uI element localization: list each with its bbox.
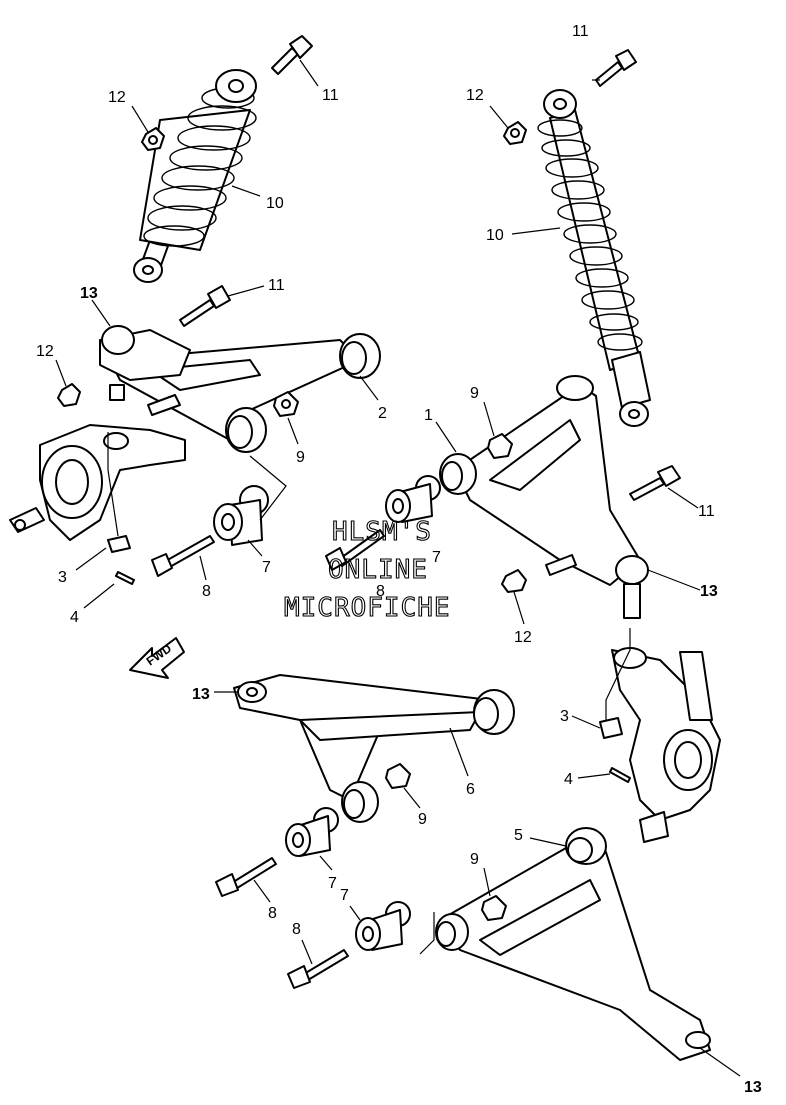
callout-12-right-arm: 12 [514, 629, 532, 646]
callout-10-left: 10 [266, 195, 284, 212]
bottom-lower-arm [435, 827, 711, 1061]
callout-1: 1 [424, 407, 433, 424]
right-upper-arm-nut-9 [487, 433, 513, 459]
callout-11-right-arm: 11 [698, 503, 715, 520]
left-cotter-pin [115, 571, 135, 585]
left-upper-arm-bolt [179, 285, 231, 327]
callout-13-right: 13 [700, 583, 718, 600]
leader-lines [55, 59, 741, 1077]
left-castle-nut [107, 535, 131, 553]
callout-13-left: 13 [80, 285, 98, 302]
callout-12-left-arm: 12 [36, 343, 54, 360]
callout-4-right: 4 [564, 771, 573, 788]
left-steering-knuckle [9, 424, 186, 541]
callout-10-right: 10 [486, 227, 504, 244]
callout-11-left-arm: 11 [268, 277, 285, 294]
callout-3-left: 3 [58, 569, 67, 586]
callout-9-bottom: 9 [470, 851, 479, 868]
right-upper-arm-bolt-11 [629, 465, 681, 501]
right-upper-bushing-set [385, 475, 441, 523]
bottom-pivot-bolt [287, 949, 349, 989]
watermark-line-2: ONLINE [328, 555, 428, 585]
watermark-line-3: MICROFICHE [284, 593, 451, 623]
left-shock-absorber [133, 69, 257, 283]
middle-bushing-set [285, 807, 339, 857]
callout-13-middle: 13 [192, 686, 210, 703]
left-upper-shock-bolt [271, 35, 313, 75]
right-upper-shock-nut [503, 121, 527, 145]
left-pivot-bolt [151, 535, 215, 577]
callout-8-middle: 8 [268, 905, 277, 922]
bottom-bushing-set [355, 901, 411, 951]
forward-direction-arrow: FWD [129, 637, 185, 679]
callout-8-center: 8 [376, 583, 385, 600]
callout-11-right-top: 11 [572, 23, 589, 40]
left-upper-arm-nut [57, 383, 81, 407]
callout-5: 5 [514, 827, 523, 844]
watermark-line-1: HLSM'S [332, 517, 432, 547]
right-upper-pivot-bolt [325, 529, 385, 571]
middle-lower-nut-9 [385, 763, 411, 789]
left-bushing-set [213, 485, 269, 546]
callout-11-left-top: 11 [322, 87, 339, 104]
callout-3-right: 3 [560, 708, 569, 725]
callout-9-left: 9 [296, 449, 305, 466]
bottom-lower-nut-9 [481, 895, 507, 921]
left-upper-arm [99, 325, 381, 453]
callout-12-left-top: 12 [108, 89, 126, 106]
callout-6: 6 [466, 781, 475, 798]
right-upper-shock-bolt [595, 49, 637, 87]
callout-13-bottom: 13 [744, 1079, 762, 1096]
callout-9-middle: 9 [418, 811, 427, 828]
callout-4-left: 4 [70, 609, 79, 626]
callout-7-left: 7 [262, 559, 271, 576]
right-upper-arm-nut-12 [501, 569, 527, 593]
right-steering-knuckle [611, 647, 721, 843]
callout-2: 2 [378, 405, 387, 422]
callout-7-middle: 7 [328, 875, 337, 892]
middle-pivot-bolt [215, 857, 277, 897]
right-castle-nut [599, 717, 623, 739]
callout-12-right-top: 12 [466, 87, 484, 104]
callout-8-bottom: 8 [292, 921, 301, 938]
right-shock-absorber [537, 89, 651, 427]
right-cotter-pin [609, 767, 631, 783]
callout-7-center: 7 [432, 549, 441, 566]
callout-8-left: 8 [202, 583, 211, 600]
left-upper-arm-nut-9 [273, 391, 299, 417]
middle-lower-arm [233, 674, 515, 823]
watermark: HLSM'S ONLINE MICROFICHE [283, 516, 451, 623]
callout-7-bottom: 7 [340, 887, 349, 904]
callout-9-right: 9 [470, 385, 479, 402]
left-upper-shock-nut [141, 127, 165, 151]
callout-labels: 1 2 3 3 4 4 5 6 7 7 7 7 8 8 8 8 9 9 9 9 … [36, 23, 762, 1096]
right-upper-arm [439, 375, 649, 619]
